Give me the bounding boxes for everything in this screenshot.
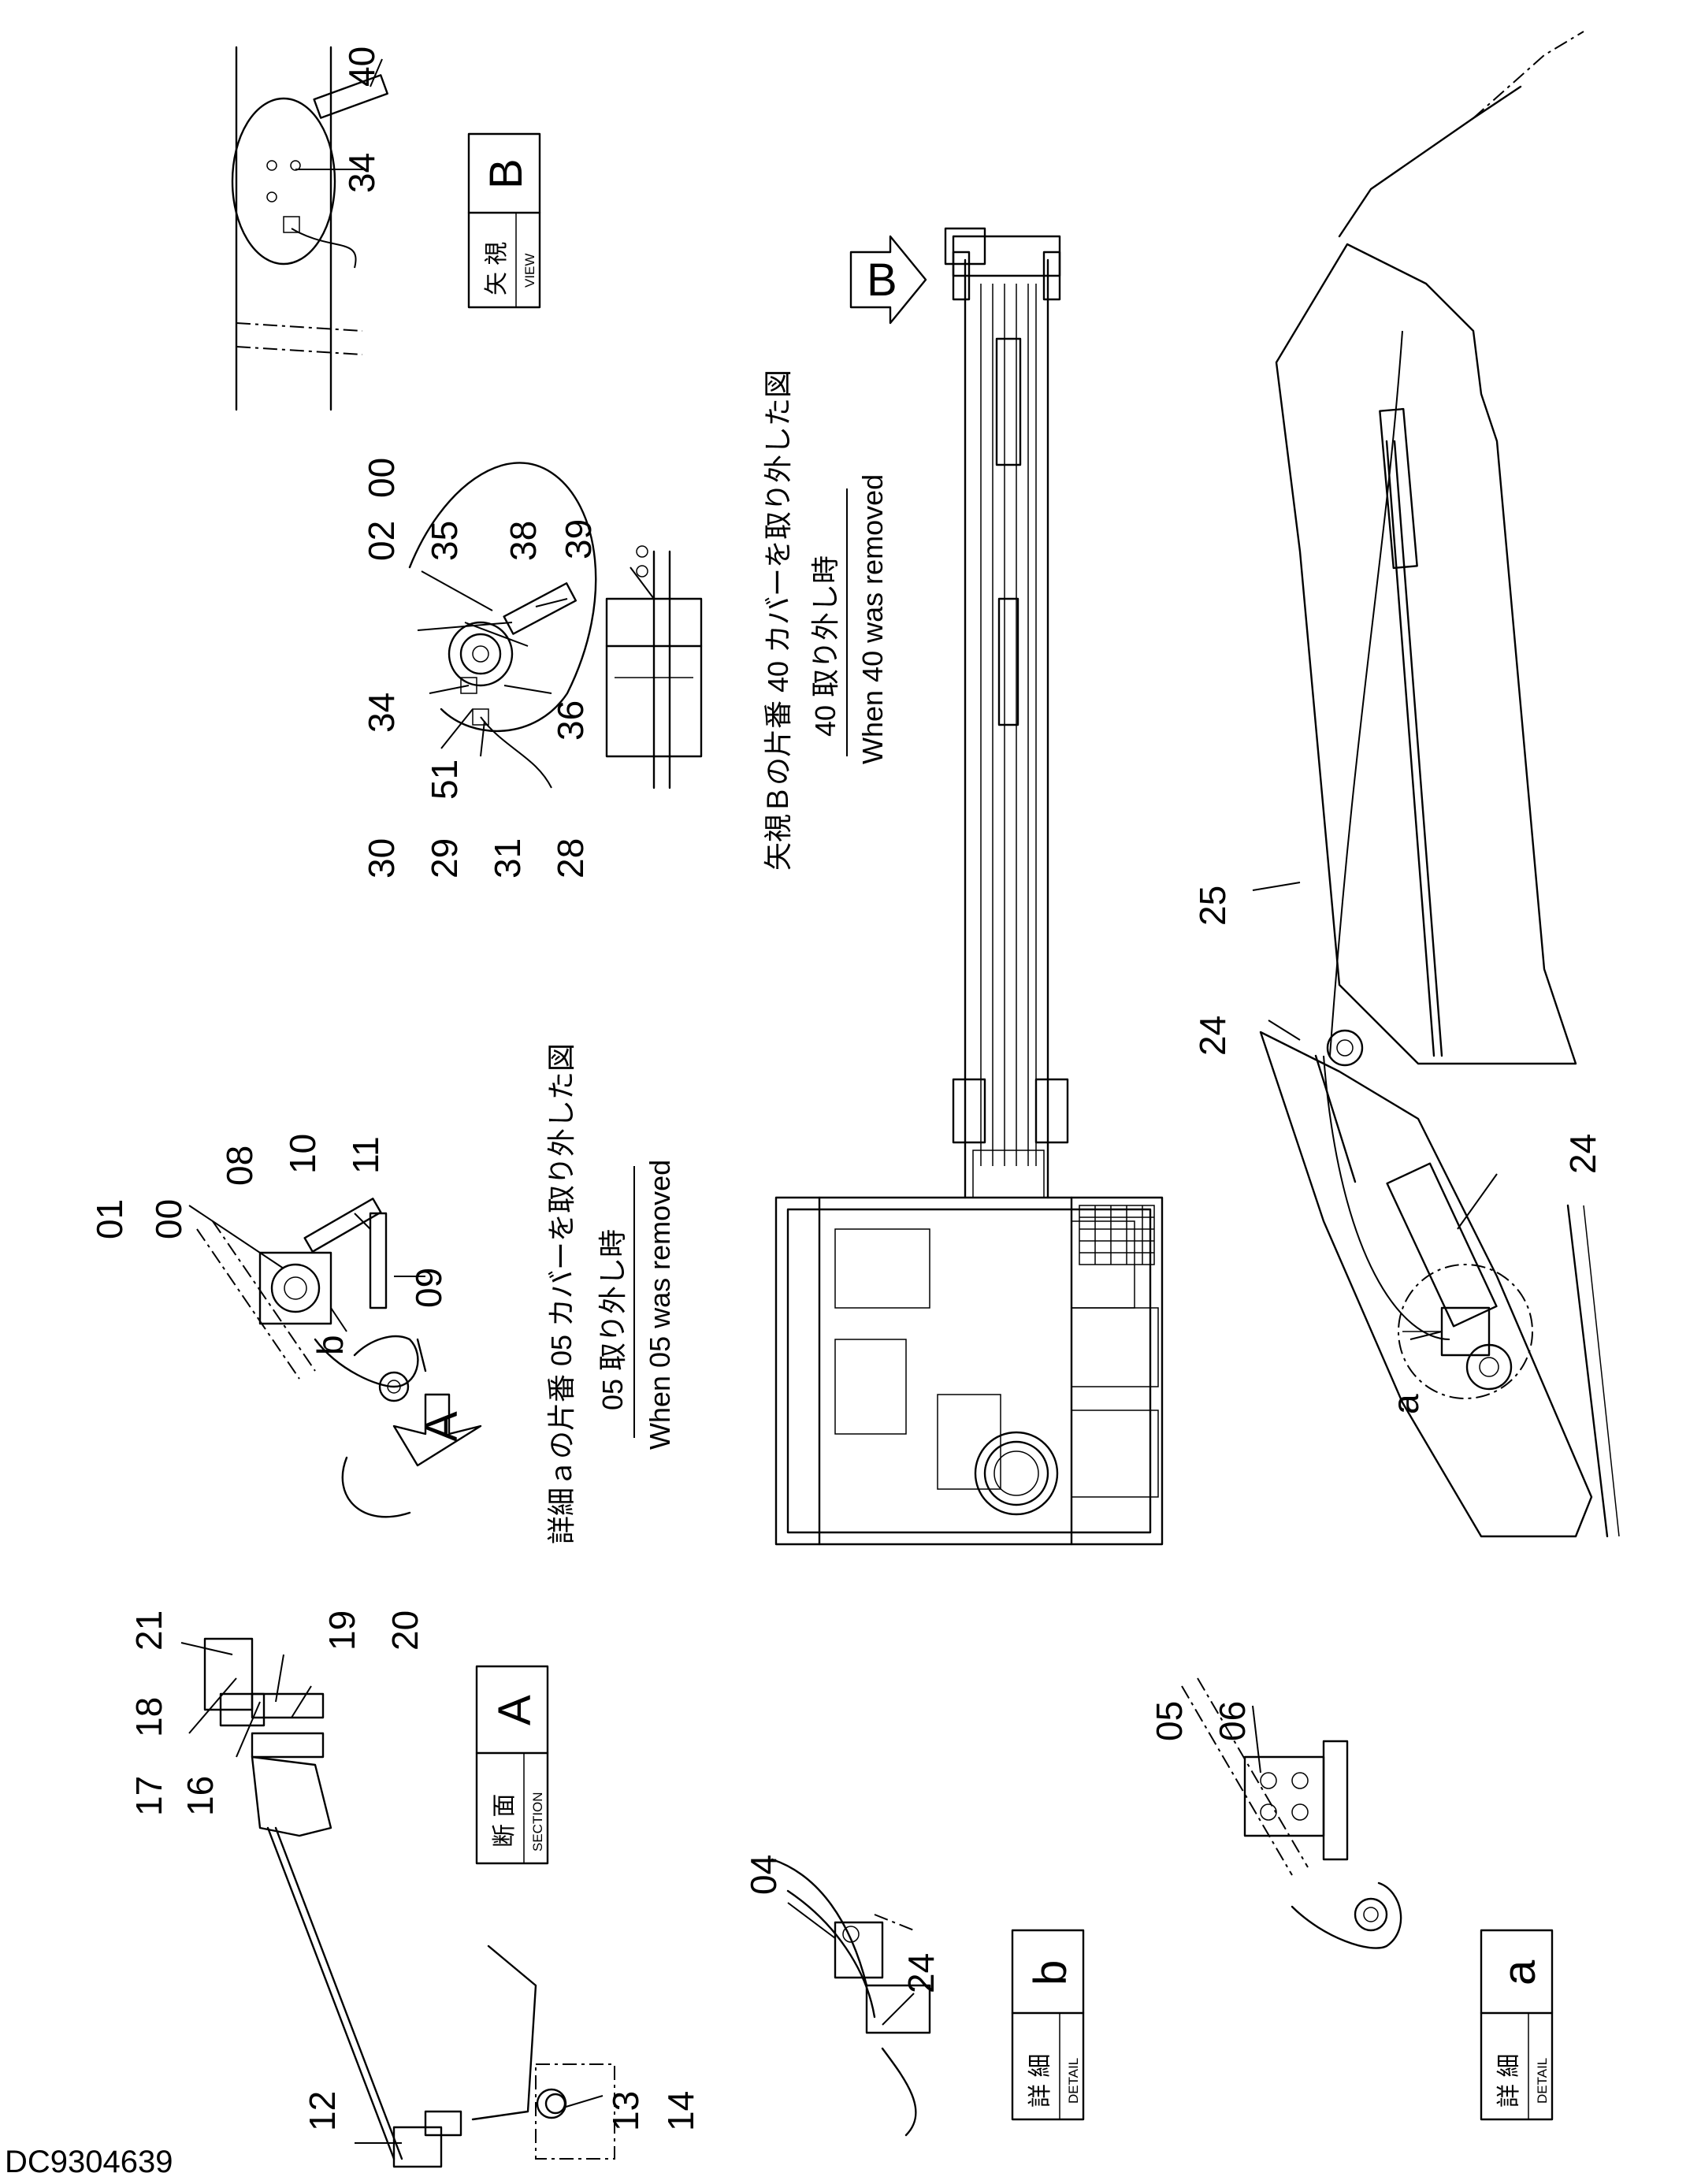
part-09: 09	[408, 1268, 449, 1308]
part-04: 04	[743, 1855, 784, 1895]
part-24-c: 24	[901, 1953, 941, 1993]
svg-text:矢 視: 矢 視	[484, 242, 510, 295]
part-21: 21	[128, 1610, 169, 1651]
note-a-jp2: 05 取り外し時	[596, 1229, 629, 1410]
detail-marker-a: a	[1385, 1394, 1426, 1414]
part-35: 35	[424, 521, 465, 561]
svg-text:b: b	[1025, 1960, 1076, 1985]
svg-text:SECTION: SECTION	[530, 1792, 545, 1852]
part-00-b: 00	[148, 1199, 189, 1239]
part-05: 05	[1149, 1701, 1190, 1741]
svg-text:a: a	[1494, 1959, 1545, 1985]
part-10: 10	[282, 1134, 323, 1174]
view-b-arrow: B	[849, 235, 927, 325]
part-24-a: 24	[1192, 1016, 1233, 1056]
part-34: 34	[361, 693, 402, 733]
document-number: DC9304639	[5, 2145, 173, 2179]
view-arrow-letter-a: A	[416, 1411, 467, 1442]
section-a-label: 断 面 SECTION A	[475, 1665, 549, 1865]
detail-05-removed: A	[188, 1198, 482, 1518]
svg-text:詳 細: 詳 細	[1027, 2054, 1053, 2108]
note-40-removed: 矢視Ｂの片番 40 カバーを取り外した図 40 取り外し時 When 40 wa…	[762, 370, 889, 871]
view-arrow-letter-b: B	[867, 254, 897, 306]
part-24-b: 24	[1562, 1134, 1603, 1174]
part-28: 28	[550, 838, 591, 878]
view-b-label: 矢 視 VIEW B	[467, 132, 541, 309]
part-38: 38	[503, 521, 544, 561]
note-a-en: When 05 was removed	[644, 1160, 676, 1450]
detail-a-label: 詳 細 DETAIL a	[1480, 1929, 1554, 2121]
part-18: 18	[128, 1697, 169, 1737]
part-19: 19	[321, 1610, 362, 1651]
part-31: 31	[487, 838, 528, 878]
note-b-en: When 40 was removed	[856, 474, 889, 764]
detail-marker-b: b	[310, 1335, 351, 1355]
part-20: 20	[384, 1610, 425, 1651]
part-36: 36	[550, 700, 591, 741]
detail-b-label: 詳 細 DETAIL b	[1011, 1929, 1085, 2121]
machine-side-view	[1259, 31, 1620, 1538]
note-a-jp: 詳細ａの片番 05 カバーを取り外した図	[545, 1043, 578, 1544]
note-b-jp: 矢視Ｂの片番 40 カバーを取り外した図	[762, 370, 794, 871]
grating	[1079, 1205, 1155, 1265]
part-34-view-b: 34	[341, 153, 382, 193]
part-14: 14	[660, 2091, 701, 2131]
svg-text:VIEW: VIEW	[522, 254, 537, 288]
part-12: 12	[302, 2091, 343, 2131]
svg-text:詳 細: 詳 細	[1496, 2054, 1522, 2108]
detail-b	[771, 1858, 931, 2137]
part-01: 01	[89, 1199, 130, 1239]
part-06: 06	[1212, 1701, 1253, 1741]
part-51: 51	[424, 760, 465, 800]
part-29: 29	[424, 838, 465, 878]
section-a-detail	[180, 1637, 462, 2168]
detail-40-removed	[408, 462, 703, 789]
part-40: 40	[341, 46, 382, 87]
part-25: 25	[1192, 886, 1233, 926]
detail-a	[1181, 1677, 1402, 1949]
clip-detail	[471, 1944, 615, 2160]
note-b-jp2: 40 取り外し時	[809, 555, 841, 737]
machine-top-view	[774, 227, 1164, 1546]
part-17: 17	[128, 1776, 169, 1816]
part-11: 11	[345, 1136, 386, 1174]
view-b-detail	[231, 46, 388, 411]
part-16: 16	[180, 1776, 221, 1816]
part-08: 08	[219, 1146, 260, 1186]
svg-text:DETAIL: DETAIL	[1066, 2058, 1081, 2104]
part-30: 30	[361, 838, 402, 878]
part-13: 13	[605, 2091, 646, 2131]
svg-text:A: A	[489, 1695, 540, 1725]
note-05-removed: 詳細ａの片番 05 カバーを取り外した図 05 取り外し時 When 05 wa…	[545, 1043, 676, 1544]
svg-text:B: B	[481, 158, 532, 189]
svg-text:DETAIL: DETAIL	[1535, 2058, 1550, 2104]
svg-text:断 面: 断 面	[492, 1794, 518, 1848]
part-39: 39	[558, 519, 599, 559]
part-00-a: 00	[361, 458, 402, 498]
part-02: 02	[361, 521, 402, 561]
